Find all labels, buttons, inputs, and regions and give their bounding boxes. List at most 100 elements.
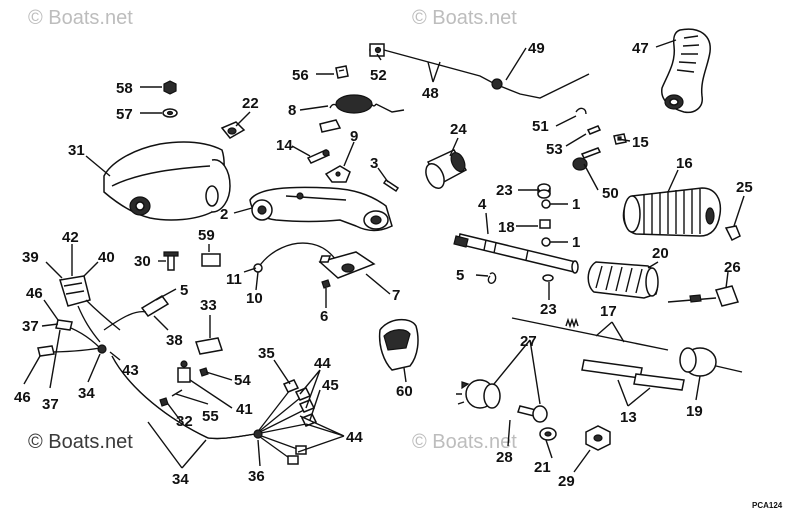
callout-51: 51 — [532, 118, 549, 135]
part-9-bracket — [324, 165, 351, 183]
callout-2: 2 — [220, 206, 228, 223]
part-54-screw — [199, 367, 209, 377]
part-8-spring — [319, 94, 405, 133]
part-21-washer — [539, 427, 557, 441]
part-33-plate — [195, 337, 223, 355]
part-34-hose — [111, 355, 257, 440]
callout-54: 54 — [234, 372, 251, 389]
figure-code: PCA124 — [752, 501, 783, 510]
callout-38: 38 — [166, 332, 183, 349]
callout-10: 10 — [246, 290, 263, 307]
part-24-drum — [425, 149, 468, 190]
part-41-terminal — [177, 360, 191, 383]
callout-7: 7 — [392, 287, 400, 304]
callout-59: 59 — [198, 227, 215, 244]
callout-56: 56 — [292, 67, 309, 84]
part-26-switch — [667, 285, 739, 307]
callout-20: 20 — [652, 245, 669, 262]
part-56-clip — [335, 65, 349, 79]
part-16-grip — [622, 187, 722, 237]
callout-29: 29 — [558, 473, 575, 490]
part-22-bushing — [220, 121, 246, 139]
callout-28: 28 — [496, 449, 513, 466]
part-42-connector — [59, 275, 121, 343]
callout-34: 34 — [172, 471, 189, 488]
callout-23: 23 — [540, 301, 557, 318]
callout-44: 44 — [346, 429, 363, 446]
callout-36: 36 — [248, 468, 265, 485]
part-59-plug — [201, 253, 221, 267]
part-32-screw — [159, 397, 169, 407]
callout-18: 18 — [498, 219, 515, 236]
callout-42: 42 — [62, 229, 79, 246]
callout-52: 52 — [370, 67, 387, 84]
part-19-knob — [679, 347, 743, 377]
leader-lines — [23, 39, 745, 473]
watermark-top-center: © Boats.net — [412, 7, 517, 29]
part-3-pin — [382, 178, 400, 193]
part-23-bushing-upper — [537, 183, 551, 199]
part-30-bolt — [163, 251, 179, 271]
part-4-shaft — [453, 233, 579, 274]
callout-19: 19 — [686, 403, 703, 420]
part-47-cover — [661, 28, 711, 114]
watermark-bottom-left: © Boats.net — [28, 431, 133, 453]
callout-53: 53 — [546, 141, 563, 158]
part-36-wire-bundle — [253, 379, 318, 465]
callout-41: 41 — [236, 401, 253, 418]
part-51-clip — [575, 107, 587, 115]
part-14-pin — [306, 149, 331, 164]
callout-40: 40 — [98, 249, 115, 266]
callout-26: 26 — [724, 259, 741, 276]
part-25-cap — [724, 225, 741, 242]
part-31-housing — [103, 141, 231, 221]
callout-45: 45 — [322, 377, 339, 394]
callout-5: 5 — [456, 267, 464, 284]
callout-50: 50 — [602, 185, 619, 202]
part-1-ring-upper — [541, 199, 551, 209]
callout-39: 39 — [22, 249, 39, 266]
callout-60: 60 — [396, 383, 413, 400]
part-18-pin — [539, 219, 551, 229]
callout-1: 1 — [572, 196, 580, 213]
part-13-tube-lower — [633, 373, 685, 391]
part-53-pin — [586, 125, 602, 135]
callout-1: 1 — [572, 234, 580, 251]
part-57-washer — [162, 108, 178, 118]
part-29-nut — [585, 425, 611, 451]
part-58-nut — [163, 80, 177, 95]
callout-46: 46 — [14, 389, 31, 406]
callout-55: 55 — [202, 408, 219, 425]
watermark-top-left: © Boats.net — [28, 7, 133, 29]
callout-3: 3 — [370, 155, 378, 172]
callout-11: 11 — [226, 271, 242, 288]
callout-6: 6 — [320, 308, 328, 325]
part-60-cover — [378, 318, 419, 371]
callout-9: 9 — [350, 128, 358, 145]
watermark-bottom-center: © Boats.net — [412, 431, 517, 453]
part-1-ring-lower — [541, 237, 551, 247]
part-55-screw — [171, 389, 183, 397]
callout-14: 14 — [276, 137, 293, 154]
part-20-barrel — [587, 261, 659, 299]
callout-33: 33 — [200, 297, 217, 314]
part-50-screw — [572, 147, 602, 171]
callout-21: 21 — [534, 459, 551, 476]
callout-25: 25 — [736, 179, 753, 196]
callout-34: 34 — [78, 385, 95, 402]
callout-47: 47 — [632, 40, 649, 57]
callout-22: 22 — [242, 95, 259, 112]
part-23-bushing-lower — [542, 274, 554, 282]
part-2-lever — [249, 186, 393, 232]
callout-48: 48 — [422, 85, 439, 102]
callout-31: 31 — [68, 142, 85, 159]
callout-16: 16 — [676, 155, 693, 172]
callout-37: 37 — [42, 396, 59, 413]
callout-46: 46 — [26, 285, 43, 302]
part-6-screw — [321, 279, 331, 296]
callout-27: 27 — [520, 333, 537, 350]
part-7-bracket — [318, 251, 376, 279]
callout-44: 44 — [314, 355, 331, 372]
part-27-switch — [456, 379, 501, 409]
callout-49: 49 — [528, 40, 545, 57]
